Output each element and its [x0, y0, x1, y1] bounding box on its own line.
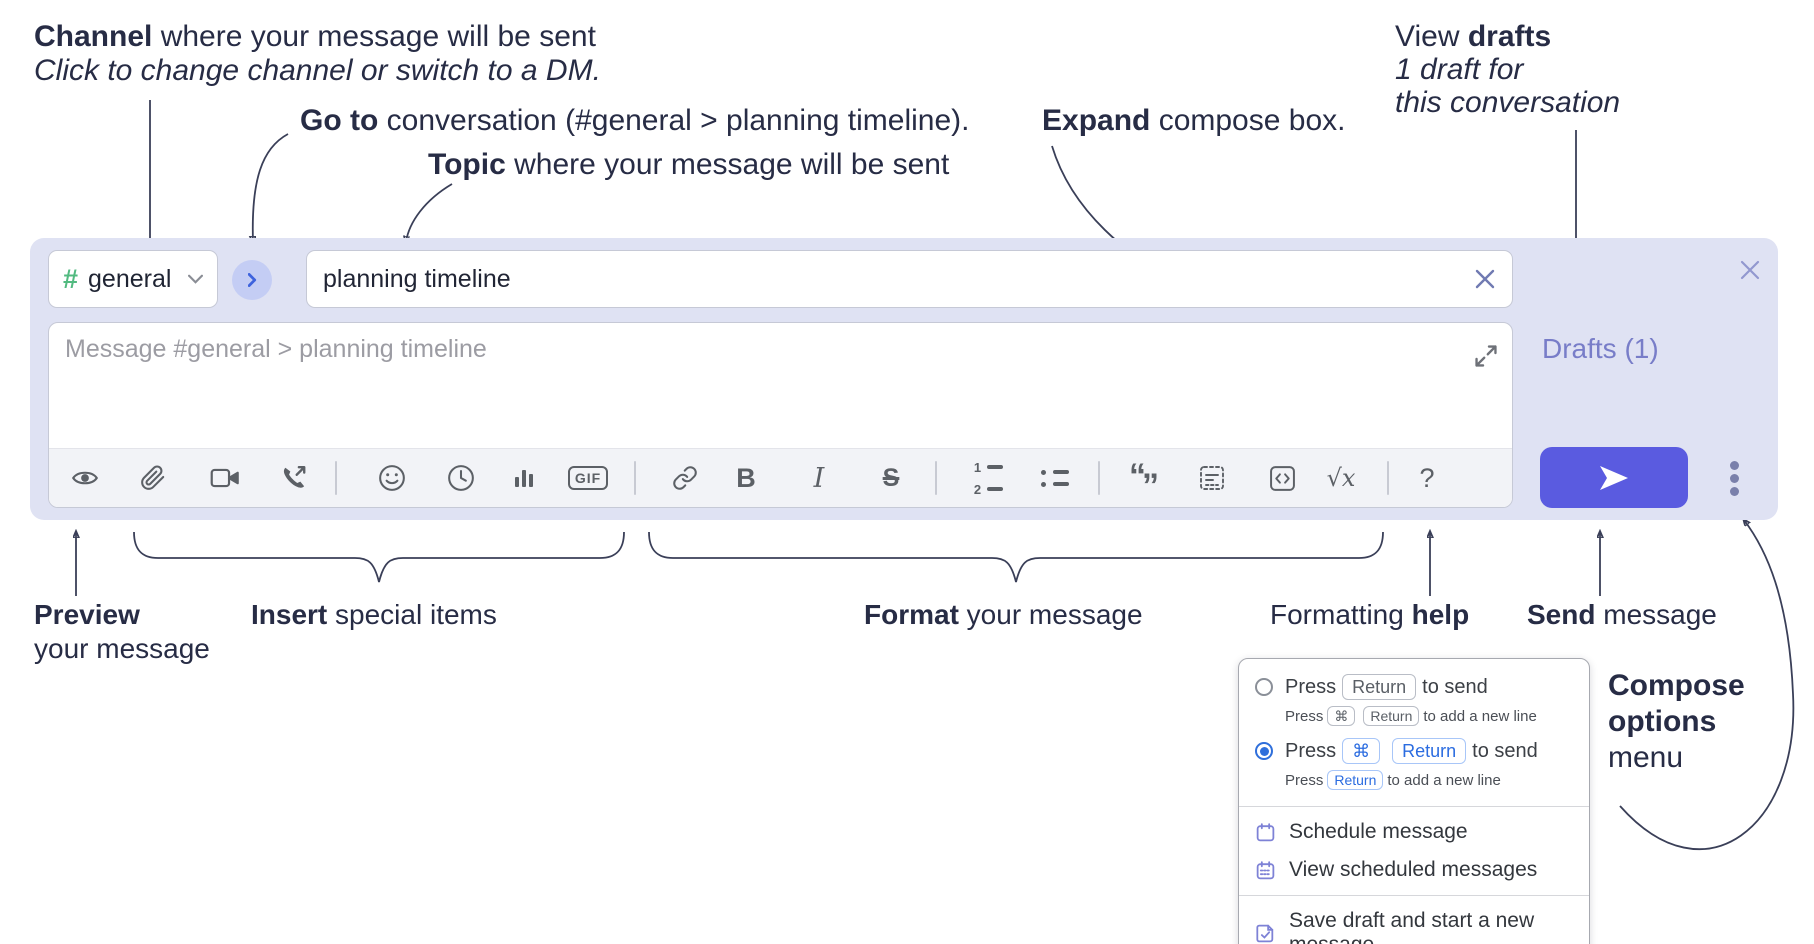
radio-unselected-icon[interactable] — [1255, 678, 1273, 696]
italic-icon: I — [813, 462, 825, 494]
numbered-list-icon: 1 2 — [973, 460, 1003, 497]
go-to-conversation-button[interactable] — [232, 260, 272, 300]
menu-item-schedule-message[interactable]: Schedule message — [1239, 813, 1589, 851]
strikethrough-button[interactable]: S — [871, 458, 911, 498]
send-option-enter-subtext: Press ⌘ Return to add a new line — [1285, 706, 1537, 726]
ellipsis-vertical-icon — [1729, 460, 1739, 470]
expand-annotation: Expand compose box. — [1042, 104, 1346, 137]
calendar-icon — [1256, 822, 1275, 841]
code-icon — [1269, 465, 1295, 491]
goto-annotation: Go to conversation (#general > planning … — [300, 104, 970, 137]
return-key: Return — [1363, 706, 1420, 726]
send-option-enter[interactable]: Press Return to send — [1239, 672, 1589, 702]
math-button[interactable]: √x — [1321, 458, 1361, 498]
compose-options-menu: Press Return to send Press ⌘ Return to a… — [1238, 658, 1590, 944]
gif-button[interactable]: GIF — [565, 458, 611, 498]
brace-insert — [133, 531, 625, 583]
menu-divider — [1239, 806, 1589, 807]
drafts-link[interactable]: Drafts (1) — [1542, 333, 1659, 364]
phone-call-icon — [283, 466, 306, 488]
preview-annotation: Preview your message — [34, 599, 210, 664]
smiley-icon — [379, 465, 405, 491]
global-time-button[interactable] — [441, 458, 481, 498]
channel-annotation: Channel where your message will be sent … — [34, 20, 601, 87]
expand-compose-icon[interactable] — [1473, 343, 1499, 369]
chevron-down-icon — [188, 274, 203, 284]
insert-link-button[interactable] — [665, 458, 705, 498]
topic-input[interactable] — [306, 250, 1513, 308]
close-compose-icon[interactable] — [1736, 256, 1764, 284]
video-call-button[interactable] — [205, 458, 245, 498]
add-poll-button[interactable] — [504, 458, 544, 498]
eye-icon — [72, 471, 98, 485]
arrow-goto — [253, 133, 289, 242]
format-annotation: Format your message — [864, 599, 1143, 630]
topic-annotation: Topic where your message will be sent — [428, 148, 950, 181]
math-icon: √x — [1326, 464, 1356, 492]
link-icon — [673, 466, 697, 490]
return-key: Return — [1327, 770, 1384, 790]
italic-button[interactable]: I — [799, 458, 839, 498]
message-input[interactable] — [49, 323, 1512, 448]
chevron-right-icon — [247, 273, 256, 287]
return-key: Return — [1392, 738, 1467, 764]
view-drafts-annotation: View drafts 1 draft for this conversatio… — [1395, 20, 1621, 119]
video-camera-icon — [210, 468, 239, 488]
bar-chart-icon — [515, 470, 533, 487]
bulleted-list-icon — [1039, 469, 1069, 487]
calendar-grid-icon — [1256, 860, 1275, 879]
attach-file-button[interactable] — [133, 458, 173, 498]
channel-selector[interactable]: # general — [48, 250, 218, 308]
compose-options-menu-button[interactable] — [1714, 458, 1754, 498]
menu-item-save-draft[interactable]: Save draft and start a new message — [1239, 902, 1589, 944]
formatting-help-button[interactable]: ? — [1407, 458, 1447, 498]
insert-annotation: Insert special items — [251, 599, 497, 630]
clock-icon — [448, 465, 474, 491]
bold-icon: B — [736, 462, 756, 493]
toolbar-divider — [1098, 461, 1100, 495]
send-option-cmd-enter-subtext: Press Return to add a new line — [1285, 770, 1501, 790]
quote-icon: “ ” — [1129, 457, 1159, 505]
menu-divider — [1239, 895, 1589, 896]
send-icon — [1600, 465, 1628, 490]
compose-toolbar: GIF B I S — [49, 448, 1512, 507]
save-draft-icon — [1256, 924, 1274, 942]
paperclip-icon — [141, 465, 165, 490]
voice-call-button[interactable] — [274, 458, 314, 498]
formatting-help-annotation: Formatting help — [1270, 599, 1470, 630]
preview-button[interactable] — [65, 458, 105, 498]
spoiler-icon — [1200, 466, 1224, 490]
toolbar-divider — [335, 461, 337, 495]
compose-options-annotation: Compose options menu — [1608, 669, 1745, 774]
channel-name: general — [88, 264, 172, 293]
question-mark-icon: ? — [1419, 462, 1435, 493]
bulleted-list-button[interactable] — [1034, 458, 1074, 498]
cmd-key: ⌘ — [1327, 706, 1356, 726]
toolbar-divider — [935, 461, 937, 495]
toolbar-divider — [1387, 461, 1389, 495]
send-button[interactable] — [1540, 447, 1688, 508]
gif-icon: GIF — [567, 466, 609, 490]
numbered-list-button[interactable]: 1 2 — [968, 458, 1008, 498]
brace-format — [648, 531, 1384, 583]
cmd-key: ⌘ — [1342, 738, 1381, 764]
radio-selected-icon[interactable] — [1255, 742, 1273, 760]
return-key: Return — [1342, 674, 1417, 700]
clear-topic-icon[interactable] — [1472, 266, 1498, 292]
spoiler-button[interactable] — [1192, 458, 1232, 498]
channel-hash-icon: # — [63, 263, 79, 294]
code-button[interactable] — [1262, 458, 1302, 498]
emoji-button[interactable] — [372, 458, 412, 498]
compose-box: # general — [30, 238, 1778, 520]
bold-button[interactable]: B — [726, 458, 766, 498]
arrow-topic — [406, 183, 453, 242]
toolbar-divider — [634, 461, 636, 495]
menu-item-view-scheduled[interactable]: View scheduled messages — [1239, 851, 1589, 889]
send-annotation: Send message — [1527, 599, 1717, 630]
quote-button[interactable]: “ ” — [1124, 457, 1164, 505]
strikethrough-icon: S — [882, 463, 900, 492]
message-editor: GIF B I S — [48, 322, 1513, 508]
send-option-cmd-enter[interactable]: Press ⌘ Return to send — [1239, 736, 1589, 766]
